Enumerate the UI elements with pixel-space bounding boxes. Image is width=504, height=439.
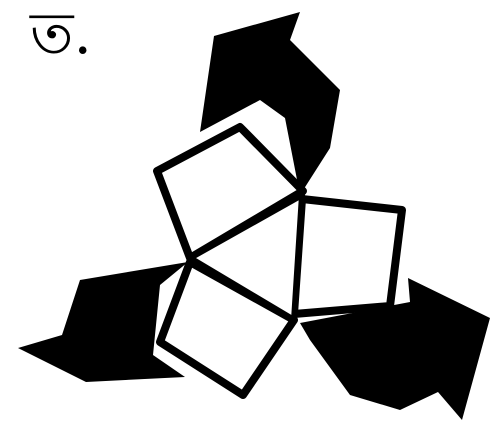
arrow-left-icon <box>18 262 188 382</box>
square-right-icon <box>294 199 402 314</box>
figure-label: ত. <box>30 4 92 62</box>
